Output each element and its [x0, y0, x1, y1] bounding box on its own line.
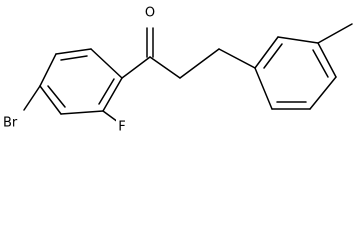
bromine-label-background: [2, 112, 24, 132]
fluorine-atom-label: F: [118, 120, 125, 135]
ring-b-double-bond-2: [312, 49, 329, 78]
bromine-atom-label: Br: [3, 116, 18, 131]
chemical-structure-diagram: O Br F: [2, 2, 353, 136]
ring-b-bond-3: [317, 42, 337, 78]
ring-a-bond-6: [90, 48, 123, 79]
chain-bond-2: [179, 48, 220, 79]
ring-b-bond-6: [254, 67, 273, 110]
bromo-fluoro-phenyl-ring: [39, 48, 123, 115]
ring-b-bond-1: [254, 36, 279, 69]
fluorine-label-background: [116, 116, 130, 136]
ring-a-bond-5: [102, 77, 123, 112]
ring-a-bond-3: [39, 85, 62, 115]
ring-b-double-bond-1: [263, 43, 283, 69]
ring-a-bond-1: [55, 48, 92, 55]
ring-to-carbonyl-bond: [121, 56, 151, 79]
ring-a-double-bond-1: [60, 55, 88, 61]
ring-a-bond-4: [60, 110, 104, 115]
chain-bond-1: [149, 56, 181, 79]
ring-a-bond-2: [39, 53, 57, 87]
fluorine-bond: [102, 110, 119, 123]
methyl-bond: [317, 23, 353, 44]
methyl-phenyl-ring: [254, 36, 337, 110]
oxygen-atom-label: O: [145, 6, 155, 21]
ring-b-bond-2: [277, 36, 319, 44]
ring-a-double-bond-2: [47, 85, 66, 108]
bromine-bond: [23, 85, 41, 111]
ring-a-double-bond-3: [98, 78, 115, 105]
oxygen-label-background: [143, 2, 157, 22]
chain-bond-3: [218, 48, 256, 69]
ring-b-bond-4: [309, 76, 337, 110]
